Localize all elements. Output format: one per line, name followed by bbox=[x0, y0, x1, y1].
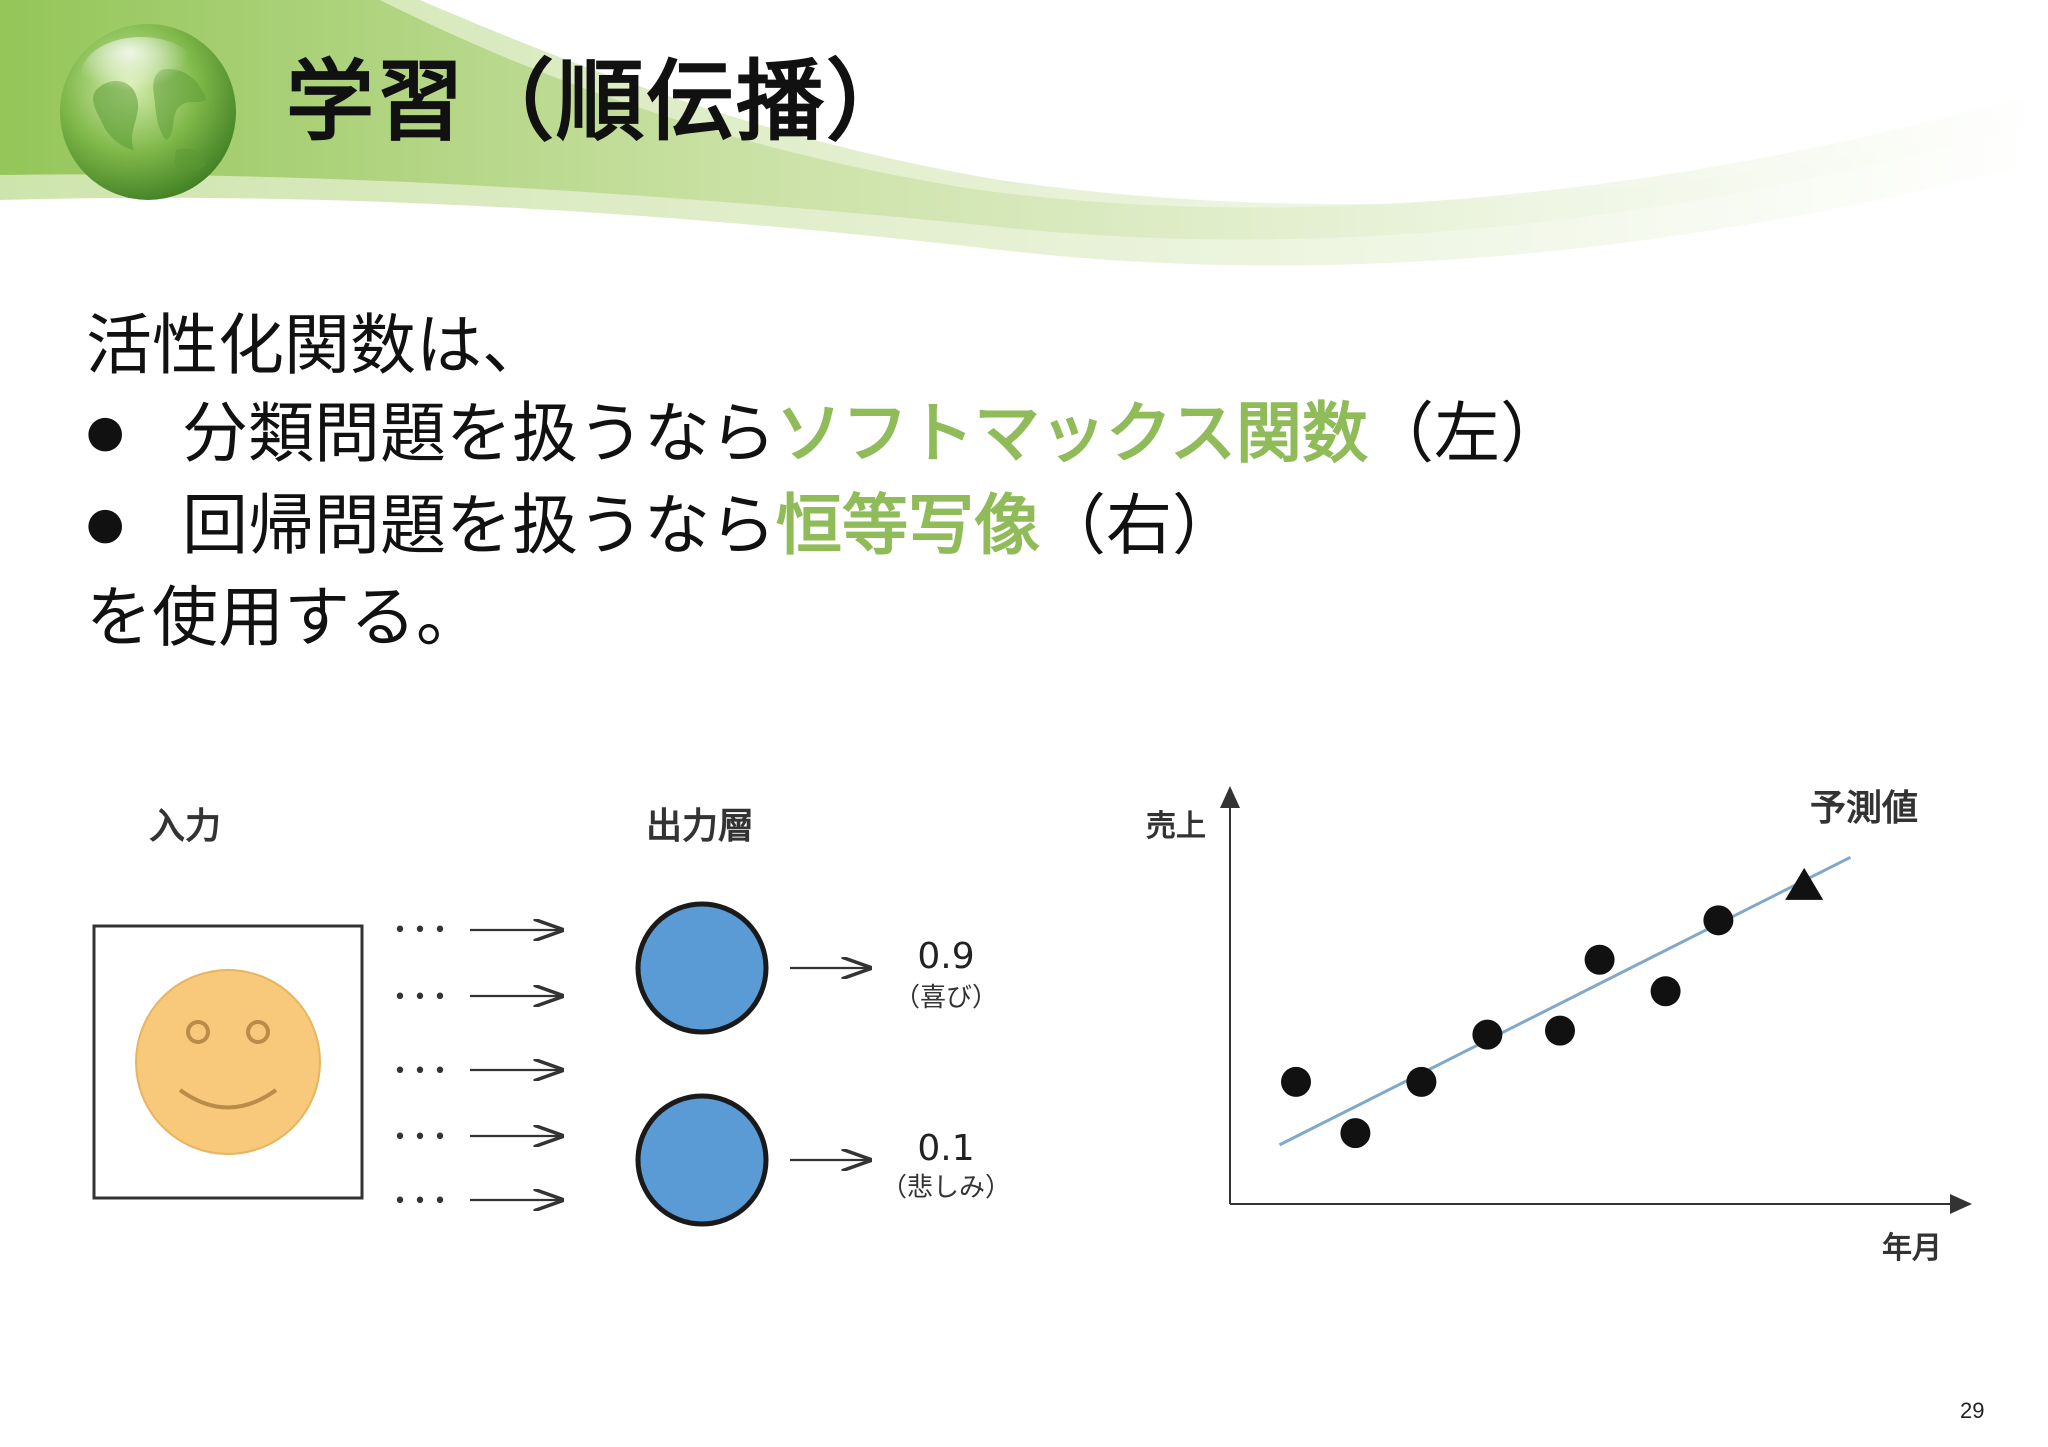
highlight-identity: 恒等写像 bbox=[776, 486, 1040, 564]
data-point-8 bbox=[1703, 905, 1734, 936]
bullet-icon: ● bbox=[86, 405, 125, 457]
ellipsis: • • • bbox=[394, 918, 447, 943]
closing-line: を使用する。 bbox=[86, 578, 482, 656]
bullet-classification-post: （左） bbox=[1368, 395, 1567, 472]
input-connections: • • • • • • • • • • • • • • • bbox=[394, 918, 562, 1214]
header-swoosh bbox=[0, 0, 2048, 266]
output-value-joy: 0.9 bbox=[917, 936, 974, 977]
output-value-sadness: 0.1 bbox=[917, 1128, 974, 1169]
ellipsis: • • • bbox=[394, 1189, 447, 1214]
data-point-3 bbox=[1406, 1066, 1437, 1097]
output-label-joy: （喜び） bbox=[894, 983, 998, 1013]
ellipsis: • • • bbox=[394, 1125, 447, 1150]
data-point-1 bbox=[1281, 1066, 1311, 1097]
body-text: 活性化関数は、 ● 分類問題を扱うならソフトマックス関数（左） ● 回帰問題を扱うな… bbox=[86, 302, 1566, 662]
smiley-face-icon bbox=[135, 969, 321, 1155]
chart-marks bbox=[1278, 855, 1852, 1149]
x-axis-label: 年月 bbox=[1882, 1231, 1942, 1266]
ellipsis: • • • bbox=[394, 1059, 447, 1084]
smiley-eye-left bbox=[186, 1020, 210, 1044]
prediction-label: 予測値 bbox=[1810, 788, 1918, 829]
bullet-classification: ● 分類問題を扱うならソフトマックス関数（左） bbox=[86, 390, 1566, 482]
output-node-sadness bbox=[635, 1093, 769, 1227]
output-label-sadness: （悲しみ） bbox=[881, 1173, 1011, 1203]
output-layer-label: 出力層 bbox=[646, 806, 754, 847]
data-point-5 bbox=[1545, 1015, 1575, 1046]
data-point-7 bbox=[1650, 976, 1681, 1007]
input-label: 入力 bbox=[149, 806, 221, 847]
bullet-regression-post: （右） bbox=[1040, 486, 1238, 564]
smiley-eye-right bbox=[246, 1020, 270, 1044]
trend-line bbox=[1278, 855, 1852, 1147]
ellipsis: • • • bbox=[394, 985, 447, 1010]
regression-chart: 売上 年月 予測値 bbox=[1146, 786, 1972, 1266]
bullet-icon: ● bbox=[86, 497, 125, 549]
prediction-marker bbox=[1785, 867, 1824, 900]
page-number: 29 bbox=[1960, 1398, 1985, 1423]
bullet-regression-pre: 回帰問題を扱うなら bbox=[182, 486, 776, 564]
y-axis-label: 売上 bbox=[1146, 809, 1206, 844]
slide-title: 学習（順伝播） bbox=[286, 50, 917, 153]
bullet-regression: ● 回帰問題を扱うなら恒等写像（右） bbox=[86, 482, 1566, 574]
highlight-softmax: ソフトマックス関数 bbox=[776, 395, 1369, 472]
output-node-joy bbox=[635, 901, 769, 1035]
globe-logo bbox=[60, 24, 236, 200]
intro-line: 活性化関数は、 bbox=[86, 307, 548, 384]
smiley-mouth bbox=[178, 1088, 278, 1110]
data-point-4 bbox=[1472, 1019, 1503, 1050]
data-point-6 bbox=[1584, 944, 1615, 975]
bullet-classification-pre: 分類問題を扱うなら bbox=[182, 395, 776, 472]
softmax-diagram: 入力 出力層 • • • • • • • • • • • • • • • 0.9… bbox=[92, 806, 1011, 1227]
data-point-2 bbox=[1340, 1118, 1371, 1149]
